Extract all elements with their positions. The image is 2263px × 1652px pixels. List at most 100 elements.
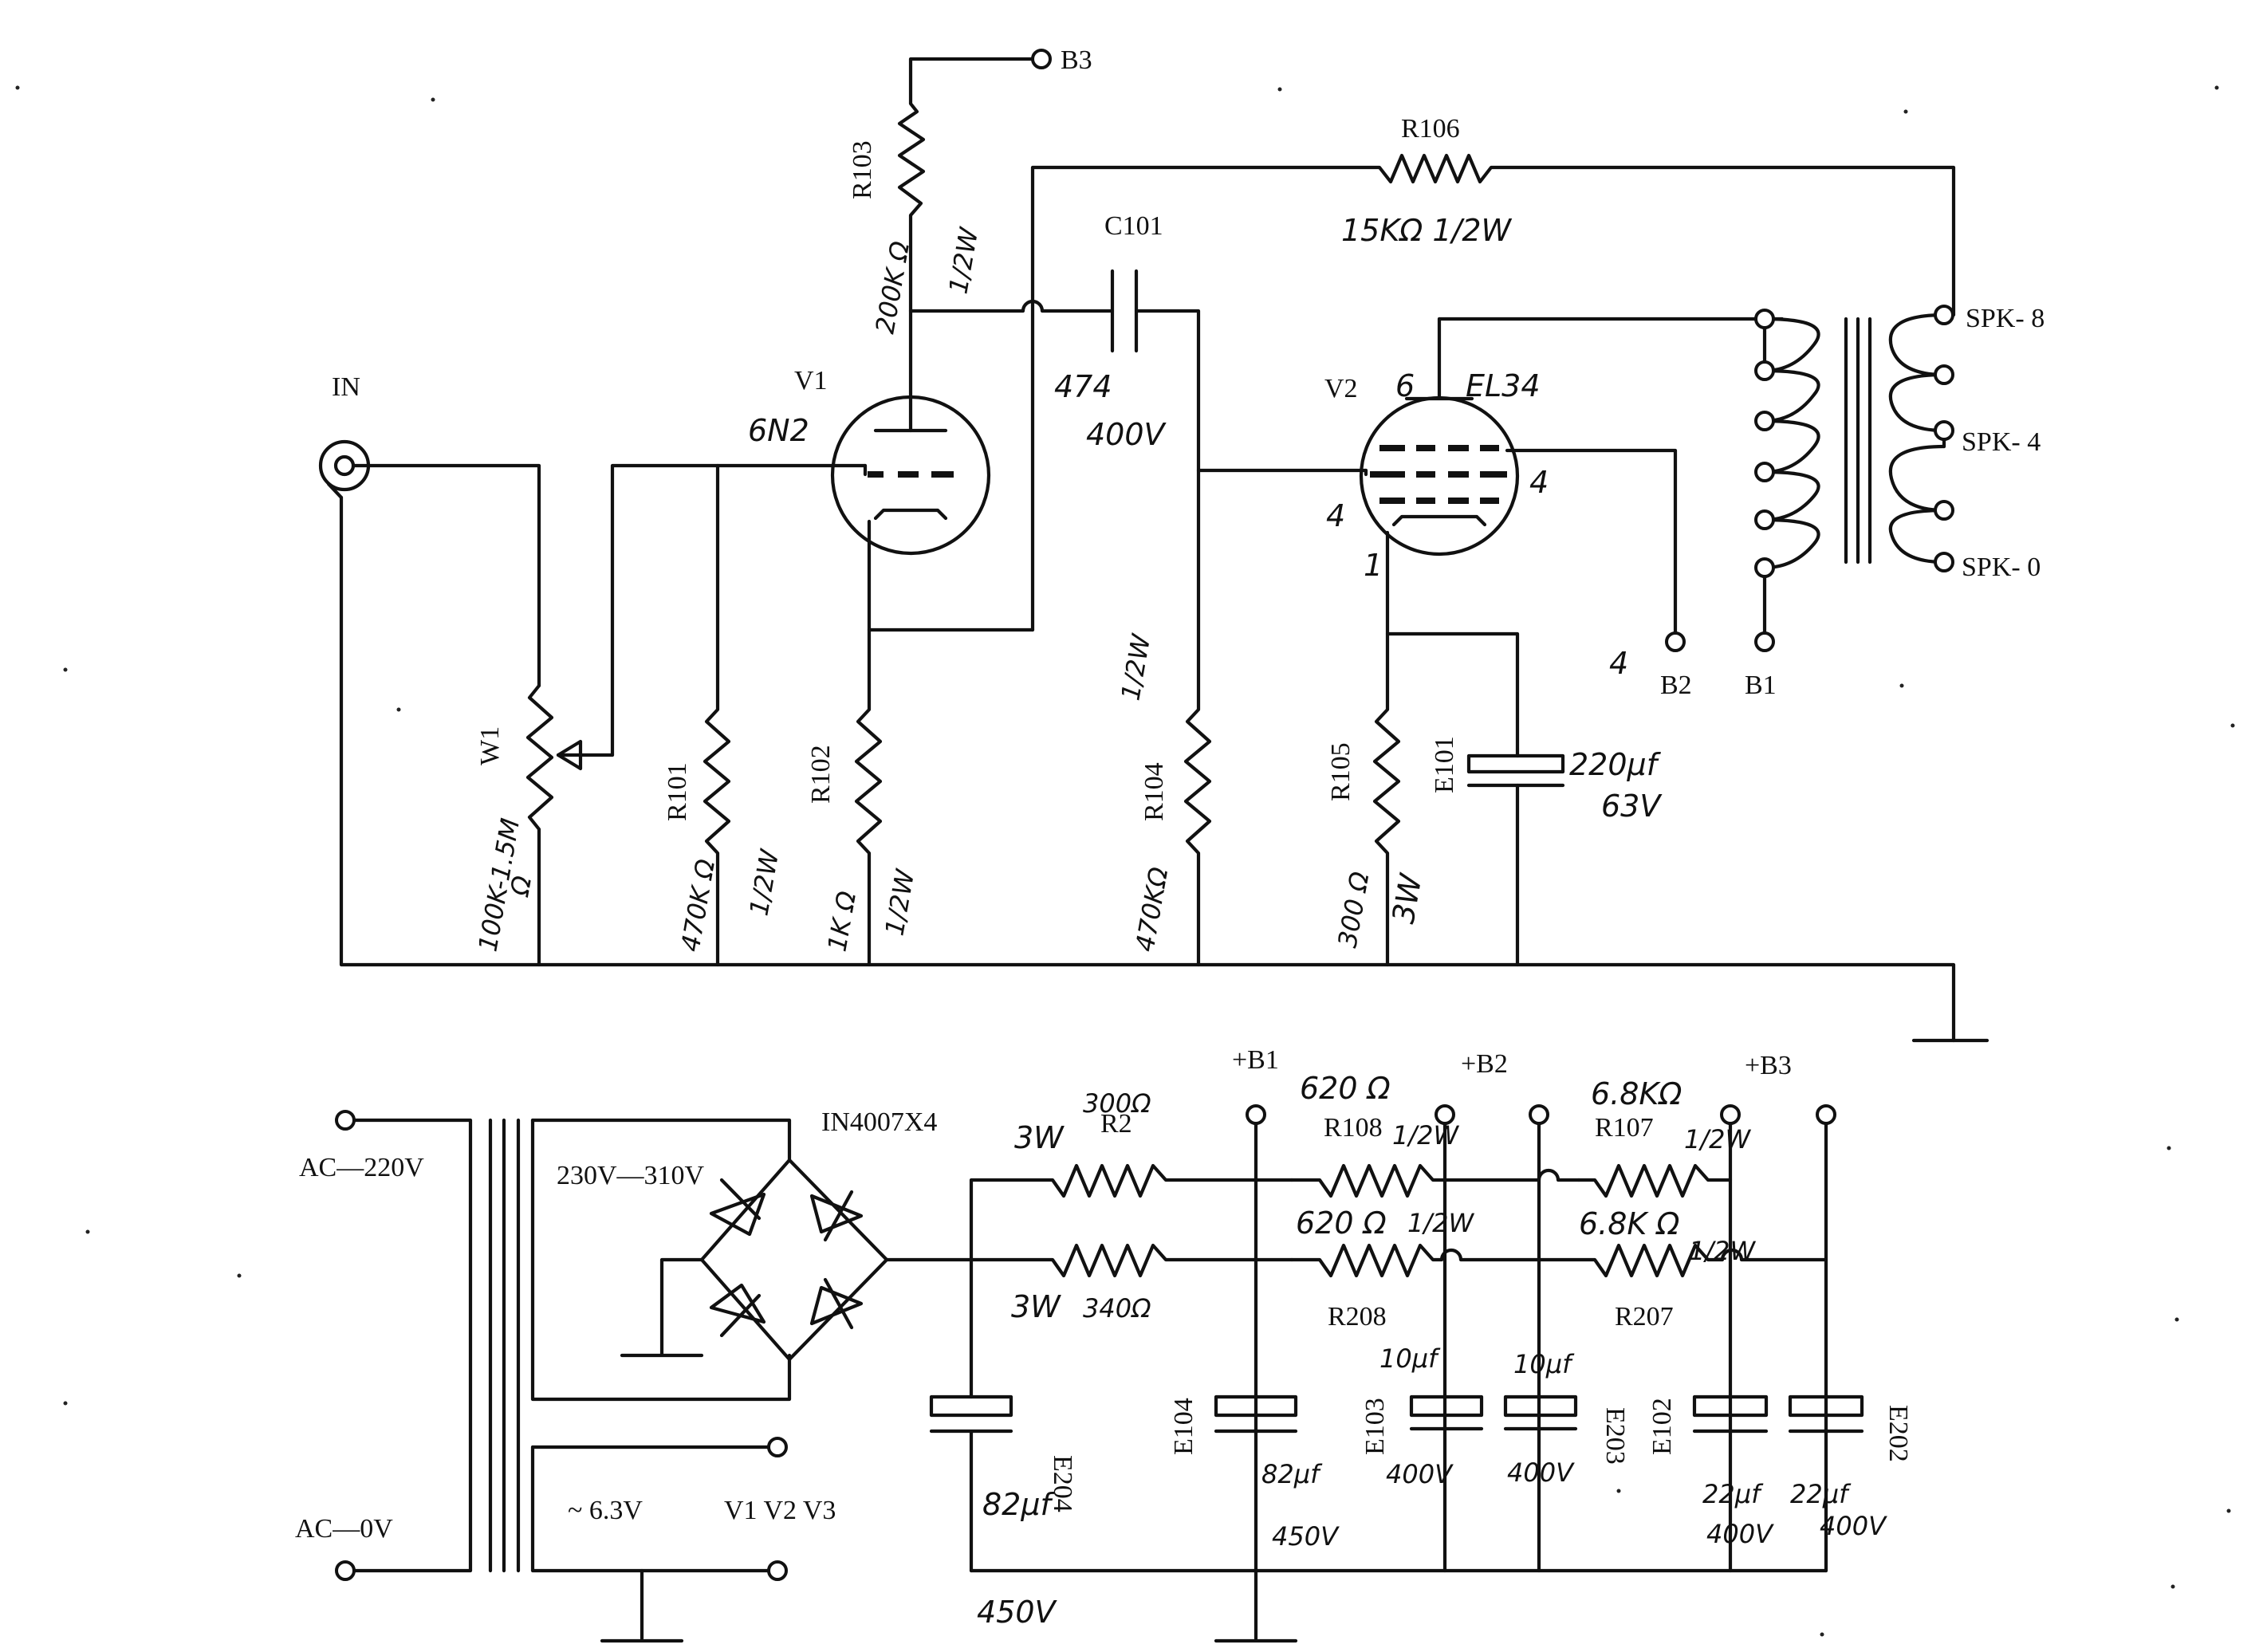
r3-value: 340Ω <box>1083 1293 1151 1324</box>
resistor-r106 <box>1030 153 1956 632</box>
e204-value: 82μf <box>982 1487 1056 1522</box>
bridge-label: IN4007X4 <box>821 1107 937 1137</box>
resistor-r207 <box>1537 1243 1828 1278</box>
resistor-r3 <box>969 1243 1294 1278</box>
ac-0-terminal <box>335 1560 356 1581</box>
r106-ref: R106 <box>1401 114 1460 144</box>
e203-value: 10μf <box>1513 1349 1575 1379</box>
r108-ref: R108 <box>1324 1113 1383 1143</box>
resistor-r103 <box>897 57 1033 313</box>
plus-b1-terminal <box>1246 1104 1266 1125</box>
spk-0-label: SPK- 0 <box>1962 553 2041 582</box>
r208-power: 1/2W <box>1407 1208 1475 1238</box>
r207-ref: R207 <box>1615 1302 1674 1331</box>
r2-value: 300Ω <box>1083 1088 1151 1119</box>
e104-value: 82μf <box>1261 1459 1323 1489</box>
v1-plate-wire <box>908 299 1115 313</box>
r107-power: 1/2W <box>1684 1124 1752 1154</box>
capacitor-e101 <box>1466 747 1565 967</box>
b1-label: B1 <box>1745 671 1777 700</box>
plus-b3-terminal <box>1720 1104 1741 1125</box>
r107-value: 6.8KΩ <box>1591 1076 1682 1111</box>
e204-voltage: 450V <box>977 1595 1058 1630</box>
b2-terminal <box>1665 631 1686 652</box>
plus-b2-terminal <box>1435 1104 1455 1125</box>
power-transformer <box>352 1118 792 1643</box>
v2-pin-cathode: 1 <box>1364 548 1383 583</box>
e202-ref: E202 <box>1883 1405 1913 1462</box>
tap-s2 <box>1934 364 1954 385</box>
b1-rail <box>1214 1120 1298 1643</box>
plus-b3-label: +B3 <box>1745 1051 1792 1080</box>
r3-power: 3W <box>1011 1289 1061 1324</box>
tube-v2 <box>1359 317 1785 752</box>
r103-ref: R103 <box>848 140 877 199</box>
r102-power: 1/2W <box>879 867 920 938</box>
plus-b3-aux-terminal <box>1816 1104 1836 1125</box>
r208-ref: R208 <box>1328 1302 1387 1331</box>
resistor-r101 <box>703 463 731 967</box>
ac-220-terminal <box>335 1110 356 1131</box>
r103-power: 1/2W <box>943 225 984 297</box>
spk-8-label: SPK- 8 <box>1966 304 2045 333</box>
r104-power: 1/2W <box>1115 631 1156 703</box>
b1-terminal <box>1754 631 1775 652</box>
tap-p3 <box>1754 411 1775 431</box>
b3-label: B3 <box>1061 45 1092 75</box>
v2-pin-screen: 4 <box>1529 465 1549 500</box>
v2-pin-grid: 4 <box>1326 498 1345 533</box>
capacitor-e203 <box>1503 1394 1578 1431</box>
r106-value: 15KΩ 1/2W <box>1341 213 1513 248</box>
b3-terminal <box>1031 49 1052 69</box>
e102-ref: E102 <box>1647 1398 1677 1455</box>
r108-value: 620 Ω <box>1300 1071 1391 1106</box>
e204-ref: E204 <box>1048 1455 1077 1512</box>
resistor-r104 <box>1183 468 1368 967</box>
r104-value: 470KΩ <box>1129 864 1174 954</box>
resistor-r108 <box>1289 1163 1581 1198</box>
tap-p5 <box>1754 509 1775 530</box>
r105-power: 3W <box>1386 871 1429 926</box>
tap-p4 <box>1754 462 1775 482</box>
r101-value: 470K Ω <box>675 856 721 954</box>
capacitor-e104 <box>1214 1394 1298 1434</box>
e101-value: 220μf <box>1569 747 1662 782</box>
plus-b1-label: +B1 <box>1232 1045 1279 1075</box>
tap-p1 <box>1754 309 1775 329</box>
c101-ref: C101 <box>1104 211 1163 241</box>
bridge-rectifier <box>620 1158 974 1362</box>
e103-value: 10μf <box>1379 1343 1441 1374</box>
capacitor-e202 <box>1788 1394 1864 1434</box>
spk-8-terminal <box>1934 305 1954 325</box>
e104-voltage: 450V <box>1272 1521 1340 1552</box>
r108-power: 1/2W <box>1392 1120 1460 1150</box>
spk-4-terminal <box>1934 420 1954 441</box>
output-transformer <box>1762 313 1946 644</box>
input-label: IN <box>332 372 360 402</box>
spk-0-terminal <box>1934 552 1954 572</box>
capacitor-c101 <box>1110 269 1201 473</box>
r2-power: 3W <box>1014 1120 1065 1155</box>
v2-ref: V2 <box>1324 374 1358 403</box>
scan-specks <box>15 85 2235 1637</box>
e102-value: 22μf <box>1702 1479 1764 1509</box>
r101-power: 1/2W <box>743 847 785 918</box>
pot-w1 <box>525 463 868 967</box>
r207-power: 1/2W <box>1689 1236 1757 1266</box>
tube-v1 <box>830 309 991 632</box>
capacitor-e102 <box>1692 1394 1769 1434</box>
spk-4-label: SPK- 4 <box>1962 427 2041 457</box>
b2-label: B2 <box>1660 671 1692 700</box>
capacitor-e103 <box>1409 1394 1484 1431</box>
e203-ref: E203 <box>1600 1407 1630 1465</box>
w1-ref: W1 <box>475 726 505 765</box>
e103-ref: E103 <box>1360 1398 1390 1455</box>
tap-p6 <box>1754 557 1775 578</box>
r2-ref: R2 <box>1100 1109 1132 1139</box>
r102-ref: R102 <box>806 745 836 804</box>
plus-b2-label: +B2 <box>1461 1049 1508 1079</box>
v2-type: EL34 <box>1466 368 1541 403</box>
heater-secondary-label: ~ 6.3V <box>568 1496 643 1525</box>
v2-pin-top: 6 <box>1395 368 1415 403</box>
